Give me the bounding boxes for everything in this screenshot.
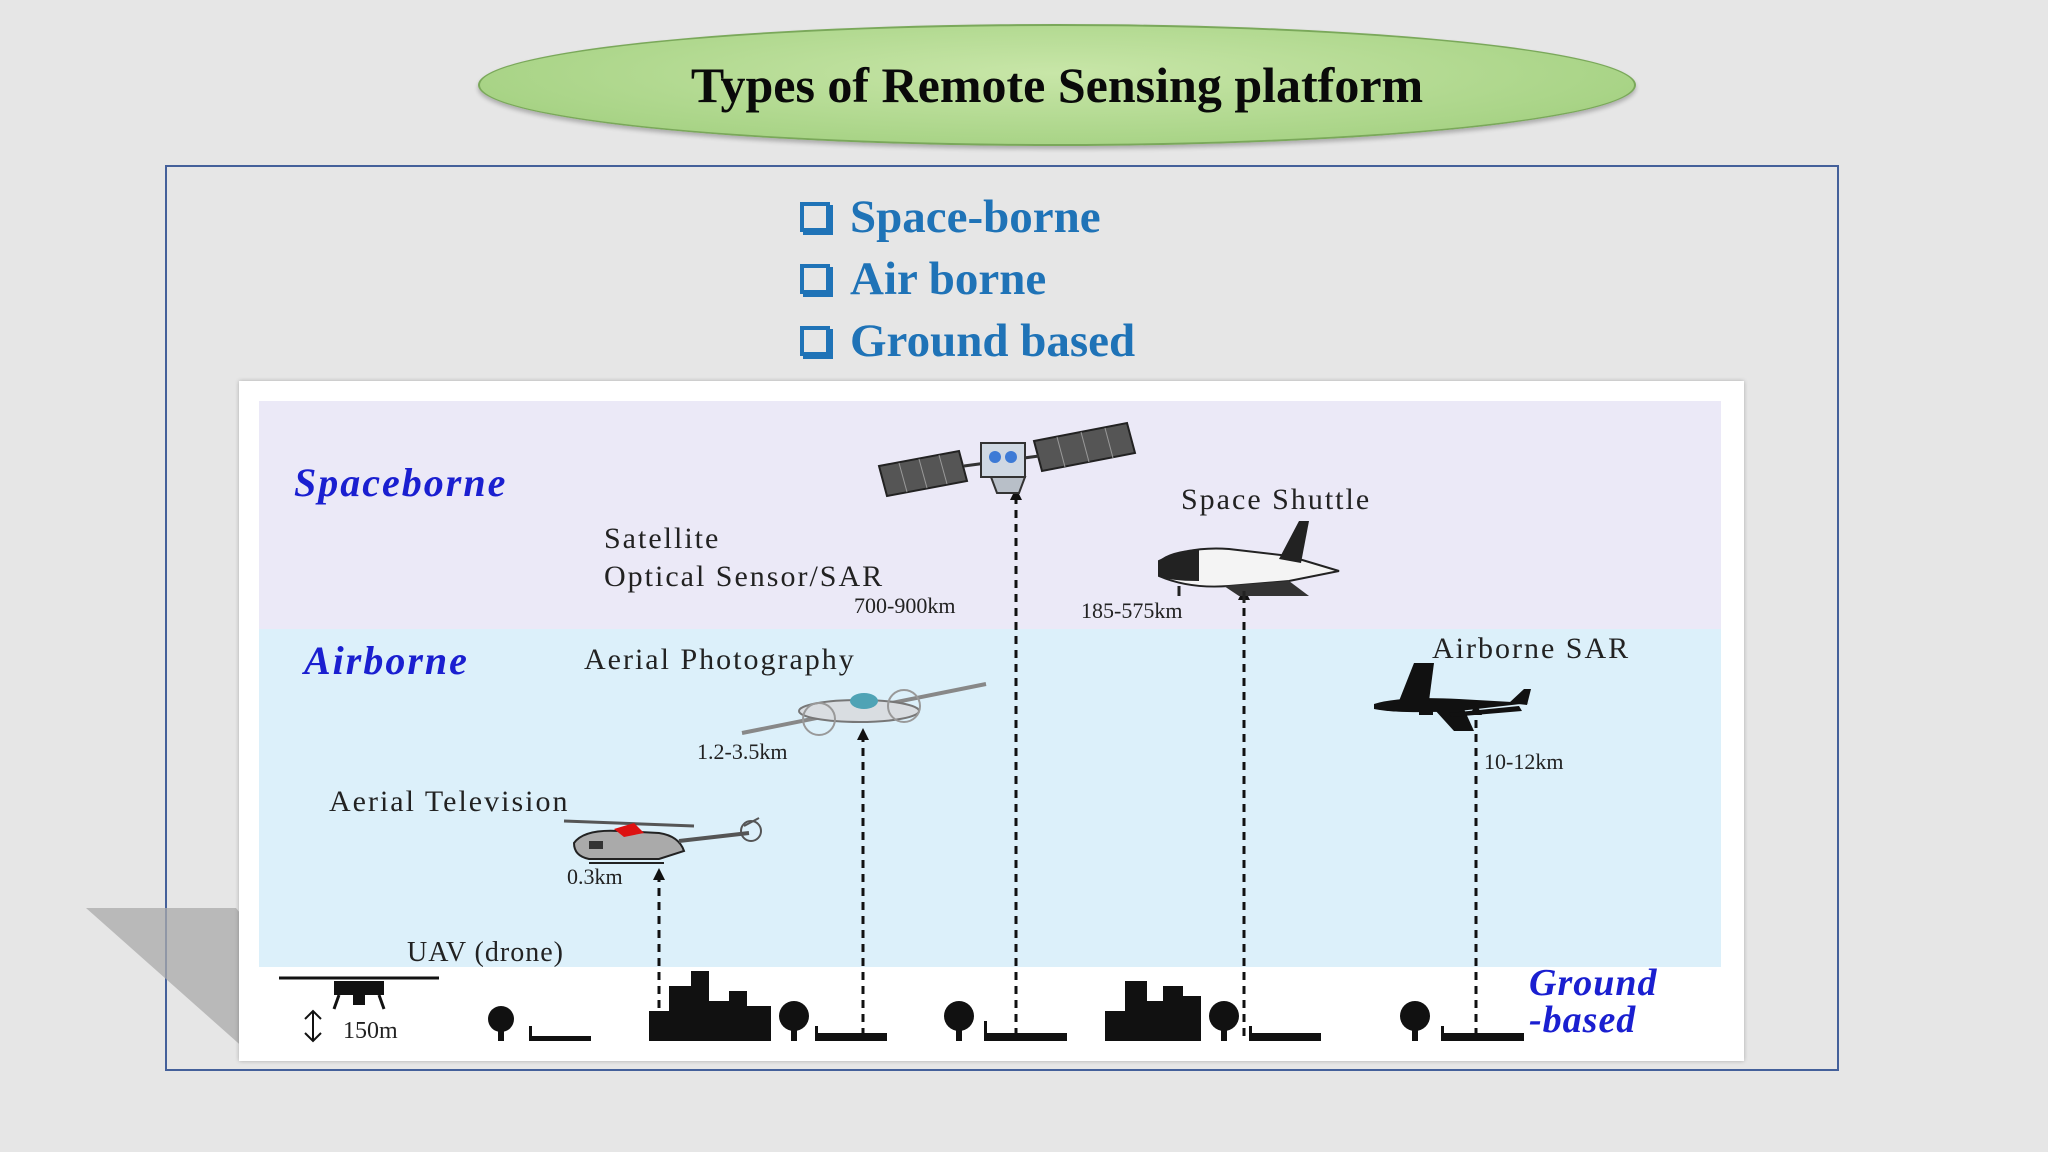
jet-icon (1374, 663, 1531, 731)
checkbox-bullet-icon (800, 326, 830, 356)
bullet-item: Air borne (800, 248, 1135, 310)
altitude-lines (657, 496, 1478, 1036)
label-satellite-sensor: Optical Sensor/SAR (604, 560, 884, 593)
ground-silhouettes (488, 971, 1524, 1041)
label-satellite: Satellite (604, 522, 720, 555)
bullet-text: Space-borne (850, 191, 1101, 243)
label-uav: UAV (drone) (407, 937, 564, 968)
helicopter-icon (563, 817, 762, 864)
uav-altitude-icon (304, 1009, 322, 1043)
zone-label-ground-2: -based (1529, 999, 1636, 1041)
platform-diagram: Spaceborne Airborne Ground -based Satell… (239, 381, 1744, 1061)
tree-icon (488, 1006, 514, 1041)
diagram-svg: Spaceborne Airborne Ground -based Satell… (259, 401, 1721, 1047)
bullet-list: Space-borne Air borne Ground based (800, 186, 1135, 372)
checkbox-bullet-icon (800, 264, 830, 294)
label-aerial-television: Aerial Television (329, 785, 569, 818)
alt-aerial-television: 0.3km (567, 864, 623, 889)
spaceborne-zone (259, 401, 1721, 629)
satellite-icon (877, 421, 1137, 498)
drone-icon (279, 976, 439, 1010)
airplane-icon (741, 682, 987, 736)
alt-space-shuttle: 185-575km (1081, 598, 1182, 623)
label-airborne-sar: Airborne SAR (1432, 632, 1630, 665)
alt-aerial-photography: 1.2-3.5km (697, 739, 787, 764)
city-skyline-icon (1105, 981, 1201, 1041)
label-aerial-photography: Aerial Photography (584, 643, 856, 676)
label-space-shuttle: Space Shuttle (1181, 483, 1371, 516)
bullet-text: Air borne (850, 253, 1047, 305)
alt-airborne-sar: 10-12km (1484, 749, 1563, 774)
zone-label-ground-1: Ground (1529, 962, 1658, 1004)
alt-uav: 150m (343, 1018, 398, 1044)
content-frame (165, 165, 1839, 1071)
zone-label-airborne: Airborne (301, 638, 469, 683)
zone-label-spaceborne: Spaceborne (294, 460, 507, 505)
bullet-item: Ground based (800, 310, 1135, 372)
bullet-text: Ground based (850, 315, 1136, 367)
space-shuttle-icon (1158, 521, 1340, 603)
slide-title: Types of Remote Sensing platform (690, 57, 1424, 113)
bullet-item: Space-borne (800, 186, 1135, 248)
checkbox-bullet-icon (800, 202, 830, 232)
alt-satellite: 700-900km (854, 593, 955, 618)
title-banner: Types of Remote Sensing platform (478, 24, 1636, 146)
city-skyline-icon (649, 971, 771, 1041)
